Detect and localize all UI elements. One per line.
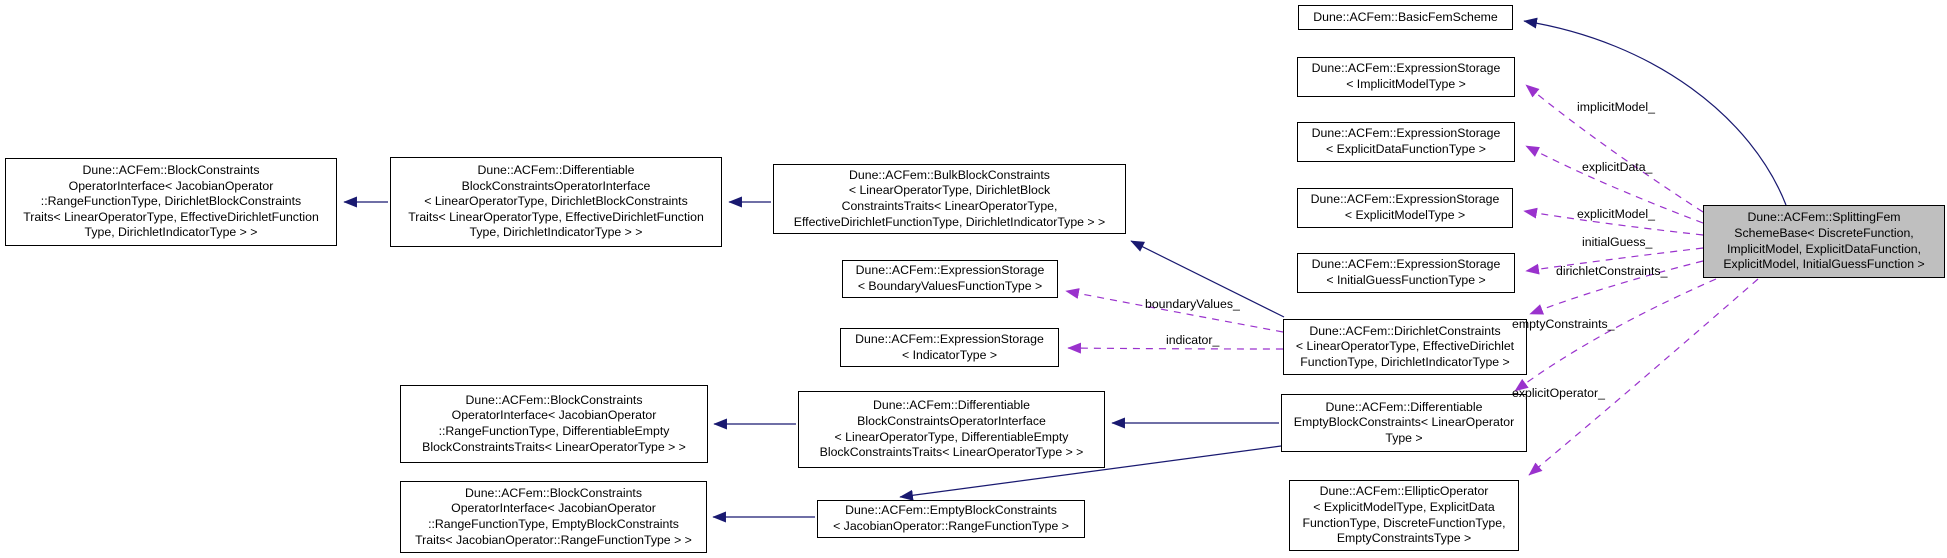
node-text-line: Dune::ACFem::EmptyBlockConstraints: [845, 503, 1057, 518]
node-text-line: Dune::ACFem::ExpressionStorage: [1311, 61, 1501, 76]
node-text-line: OperatorInterface< JacobianOperator: [451, 501, 656, 516]
node-text-line: Dune::ACFem::Differentiable: [873, 398, 1030, 413]
node-text-line: Dune::ACFem::Differentiable: [477, 163, 635, 178]
node-text-line: BlockConstraintsTraits< LinearOperatorTy…: [819, 445, 1084, 460]
node-text-line: ::RangeFunctionType, DifferentiableEmpty: [438, 424, 670, 438]
node-text-line: Dune::ACFem::BlockConstraints: [465, 392, 643, 407]
node-expression-storage-initial-guess[interactable]: Dune::ACFem::ExpressionStorage < Initial…: [1297, 253, 1515, 293]
node-dirichlet-constraints[interactable]: Dune::ACFem::DirichletConstraints < Line…: [1283, 319, 1527, 375]
node-text-line: SchemeBase< DiscreteFunction,: [1734, 225, 1914, 240]
edge-member-empty-constraints: [1514, 278, 1717, 392]
node-text-line: < JacobianOperator::RangeFunctionType >: [833, 519, 1069, 533]
node-text-line: ConstraintsTraits< LinearOperatorType,: [841, 199, 1058, 213]
node-text-line: < LinearOperatorType, DifferentiableEmpt…: [834, 429, 1069, 444]
node-expression-storage-explicit-model[interactable]: Dune::ACFem::ExpressionStorage < Explici…: [1297, 188, 1513, 228]
node-text-line: ImplicitModel, ExplicitDataFunction,: [1726, 241, 1922, 256]
edge-label-initial-guess: initialGuess_: [1582, 235, 1653, 249]
node-text-line: Dune::ACFem::Differentiable: [1325, 399, 1483, 414]
node-text-line: Type, DirichletIndicatorType > >: [469, 225, 643, 240]
node-text-line: Traits< LinearOperatorType, EffectiveDir…: [23, 209, 319, 224]
edge-label-explicit-operator: explicitOperator_: [1512, 386, 1605, 400]
edge-inherit-splitting-to-basic-fem-scheme: [1523, 17, 1787, 206]
edge-label-dirichlet-constraints: dirichletConstraints_: [1556, 264, 1668, 278]
node-text-line: < LinearOperatorType, DirichletBlockCons…: [424, 194, 688, 209]
node-text-line: Dune::ACFem::BlockConstraints: [82, 163, 260, 178]
node-text-line: Dune::ACFem::ExpressionStorage: [855, 331, 1044, 346]
node-empty-block-constraints[interactable]: Dune::ACFem::EmptyBlockConstraints < Jac…: [817, 500, 1085, 538]
edge-member-explicit-operator: [1528, 278, 1759, 476]
node-text-line: < InitialGuessFunctionType >: [1326, 273, 1486, 287]
node-text-line: Dune::ACFem::BlockConstraints: [464, 485, 642, 500]
edge-member-boundary-values: [1065, 288, 1284, 333]
node-text-line: < IndicatorType >: [901, 347, 998, 362]
node-text-line: EmptyConstraintsType >: [1336, 531, 1472, 546]
edge-label-boundary-values: boundaryValues_: [1145, 297, 1240, 311]
edge-label-explicit-data: explicitData_: [1582, 160, 1653, 174]
node-text-line: Traits< JacobianOperator::RangeFunctionT…: [415, 532, 692, 547]
edge-label-empty-constraints: emptyConstraints_: [1512, 317, 1615, 331]
edge-member-explicit-model: [1523, 207, 1704, 236]
node-text-line: Dune::ACFem::ExpressionStorage: [1311, 126, 1501, 141]
node-text-line: < LinearOperatorType, EffectiveDirichlet: [1295, 339, 1515, 354]
node-text-line: Type, DirichletIndicatorType > >: [84, 225, 258, 240]
node-expression-storage-indicator[interactable]: Dune::ACFem::ExpressionStorage < Indicat…: [840, 328, 1059, 367]
node-text-line: OperatorInterface< JacobianOperator: [68, 178, 274, 193]
edge-label-indicator: indicator_: [1166, 333, 1220, 347]
node-block-constraints-operator-interface-empty[interactable]: Dune::ACFem::BlockConstraints OperatorIn…: [400, 481, 707, 553]
node-text-line: Dune::ACFem::ExpressionStorage: [1311, 257, 1501, 272]
node-bulk-block-constraints[interactable]: Dune::ACFem::BulkBlockConstraints < Line…: [773, 164, 1126, 234]
node-basic-fem-scheme[interactable]: Dune::ACFem::BasicFemScheme: [1298, 5, 1513, 30]
edge-member-initial-guess: [1525, 247, 1704, 275]
node-text-line: Dune::ACFem::BulkBlockConstraints: [849, 167, 1050, 182]
node-splitting-fem-scheme-base: Dune::ACFem::SplittingFem SchemeBase< Di…: [1703, 205, 1945, 278]
node-block-constraints-operator-interface-dirichlet[interactable]: Dune::ACFem::BlockConstraints OperatorIn…: [5, 158, 337, 246]
node-text-line: ::RangeFunctionType, EmptyBlockConstrain…: [428, 517, 679, 531]
node-text-line: ::RangeFunctionType, DirichletBlockConst…: [40, 194, 302, 209]
node-text-line: EmptyBlockConstraints< LinearOperator: [1293, 415, 1515, 430]
edge-label-explicit-model: explicitModel_: [1577, 207, 1655, 221]
node-text-line: < LinearOperatorType, DirichletBlock: [848, 183, 1051, 198]
node-elliptic-operator[interactable]: Dune::ACFem::EllipticOperator < Explicit…: [1289, 480, 1519, 551]
node-expression-storage-boundary-values[interactable]: Dune::ACFem::ExpressionStorage < Boundar…: [842, 260, 1058, 298]
edge-member-implicit-model: [1525, 84, 1704, 213]
node-text-line: < ImplicitModelType >: [1346, 77, 1466, 91]
node-text-line: Type >: [1385, 430, 1423, 445]
node-text-line: Traits< LinearOperatorType, EffectiveDir…: [408, 209, 704, 224]
node-text-line: Dune::ACFem::ExpressionStorage: [855, 263, 1045, 278]
node-text-line: BlockConstraintsOperatorInterface: [857, 413, 1046, 428]
node-text-line: OperatorInterface< JacobianOperator: [451, 408, 657, 423]
edge-member-indicator: [1067, 342, 1284, 354]
edge-inherit-differentiable-empty-to-empty: [899, 445, 1282, 501]
node-text-line: BlockConstraintsTraits< LinearOperatorTy…: [422, 439, 686, 454]
node-differentiable-block-constraints-operator-interface-empty[interactable]: Dune::ACFem::Differentiable BlockConstra…: [798, 391, 1105, 468]
node-text-line: < ExplicitModelType >: [1344, 208, 1466, 222]
edge-label-implicit-model: implicitModel_: [1577, 100, 1655, 114]
node-text-line: Dune::ACFem::ExpressionStorage: [1310, 192, 1500, 207]
node-differentiable-block-constraints-operator-interface-dirichlet[interactable]: Dune::ACFem::Differentiable BlockConstra…: [390, 157, 722, 247]
node-text-line: BlockConstraintsOperatorInterface: [461, 178, 651, 193]
node-differentiable-empty-block-constraints[interactable]: Dune::ACFem::Differentiable EmptyBlockCo…: [1281, 394, 1527, 452]
node-text-line: < BoundaryValuesFunctionType >: [857, 279, 1043, 293]
edge-member-dirichlet-constraints: [1529, 260, 1704, 315]
edge-member-explicit-data: [1525, 145, 1704, 224]
node-text-line: Dune::ACFem::SplittingFem: [1747, 210, 1901, 225]
node-block-constraints-operator-interface-differentiable-empty[interactable]: Dune::ACFem::BlockConstraints OperatorIn…: [400, 385, 708, 463]
node-expression-storage-implicit-model[interactable]: Dune::ACFem::ExpressionStorage < Implici…: [1297, 57, 1515, 97]
node-text-line: FunctionType, DirichletIndicatorType >: [1300, 354, 1510, 369]
node-text-line: < ExplicitDataFunctionType >: [1326, 142, 1486, 156]
node-text-line: < ExplicitModelType, ExplicitData: [1313, 499, 1495, 514]
node-text-line: Dune::ACFem::EllipticOperator: [1319, 484, 1489, 499]
edge-inherit-dirichlet-constraints-to-bulk: [1130, 240, 1285, 318]
node-text-line: Dune::ACFem::BasicFemScheme: [1313, 9, 1498, 24]
node-text-line: EffectiveDirichletFunctionType, Dirichle…: [793, 214, 1106, 229]
node-text-line: ExplicitModel, InitialGuessFunction >: [1723, 257, 1925, 272]
node-text-line: Dune::ACFem::DirichletConstraints: [1309, 323, 1501, 338]
node-text-line: FunctionType, DiscreteFunctionType,: [1302, 515, 1506, 530]
node-expression-storage-explicit-data[interactable]: Dune::ACFem::ExpressionStorage < Explici…: [1297, 122, 1515, 162]
